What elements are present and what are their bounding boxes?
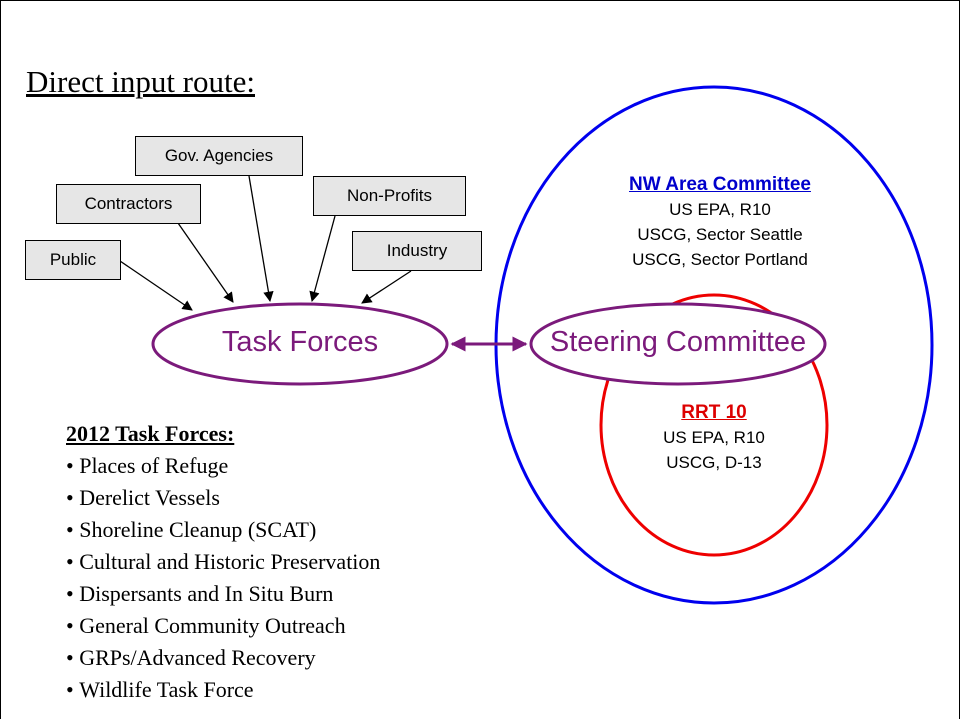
input-box-non-profits: Non-Profits xyxy=(313,176,466,216)
rrt10-member-epa: US EPA, R10 xyxy=(663,428,765,447)
rrt10-text: RRT 10 US EPA, R10 USCG, D-13 xyxy=(614,400,814,475)
list-item: General Community Outreach xyxy=(66,610,380,642)
input-box-gov-agencies: Gov. Agencies xyxy=(135,136,303,176)
nw-member-uscg-portland: USCG, Sector Portland xyxy=(632,250,808,269)
rrt10-circle xyxy=(599,293,829,557)
list-item: Places of Refuge xyxy=(66,450,380,482)
list-item: Cultural and Historic Preservation xyxy=(66,546,380,578)
arrow-gov-agencies xyxy=(248,175,274,303)
task-forces-label: Task Forces xyxy=(221,326,379,358)
rrt10-heading: RRT 10 xyxy=(681,402,747,423)
arrow-industry xyxy=(361,270,412,304)
page-title: Direct input route: xyxy=(26,64,255,99)
list-item: Dispersants and In Situ Burn xyxy=(66,578,380,610)
arrow-public xyxy=(119,260,193,311)
nw-area-committee-text: NW Area Committee US EPA, R10 USCG, Sect… xyxy=(580,172,860,272)
list-item: Shoreline Cleanup (SCAT) xyxy=(66,514,380,546)
steering-committee-label: Steering Committee xyxy=(549,326,807,358)
task-forces-2012-list: 2012 Task Forces: Places of Refuge Derel… xyxy=(66,418,380,706)
rrt10-member-uscg: USCG, D-13 xyxy=(666,453,762,472)
steering-committee-ellipse xyxy=(529,302,827,386)
nw-area-committee-heading: NW Area Committee xyxy=(629,174,811,195)
input-box-public: Public xyxy=(25,240,121,280)
list-item: Derelict Vessels xyxy=(66,482,380,514)
task-forces-2012-heading: 2012 Task Forces: xyxy=(66,421,235,446)
nw-member-epa: US EPA, R10 xyxy=(669,200,771,219)
nw-member-uscg-seattle: USCG, Sector Seattle xyxy=(637,225,803,244)
task-forces-2012-items: Places of Refuge Derelict Vessels Shorel… xyxy=(66,450,380,706)
arrow-contractors xyxy=(177,222,234,303)
list-item: GRPs/Advanced Recovery xyxy=(66,642,380,674)
input-box-contractors: Contractors xyxy=(56,184,201,224)
input-box-industry: Industry xyxy=(352,231,482,271)
list-item: Wildlife Task Force xyxy=(66,674,380,706)
arrow-non-profits xyxy=(309,215,336,303)
task-forces-ellipse xyxy=(151,302,449,386)
